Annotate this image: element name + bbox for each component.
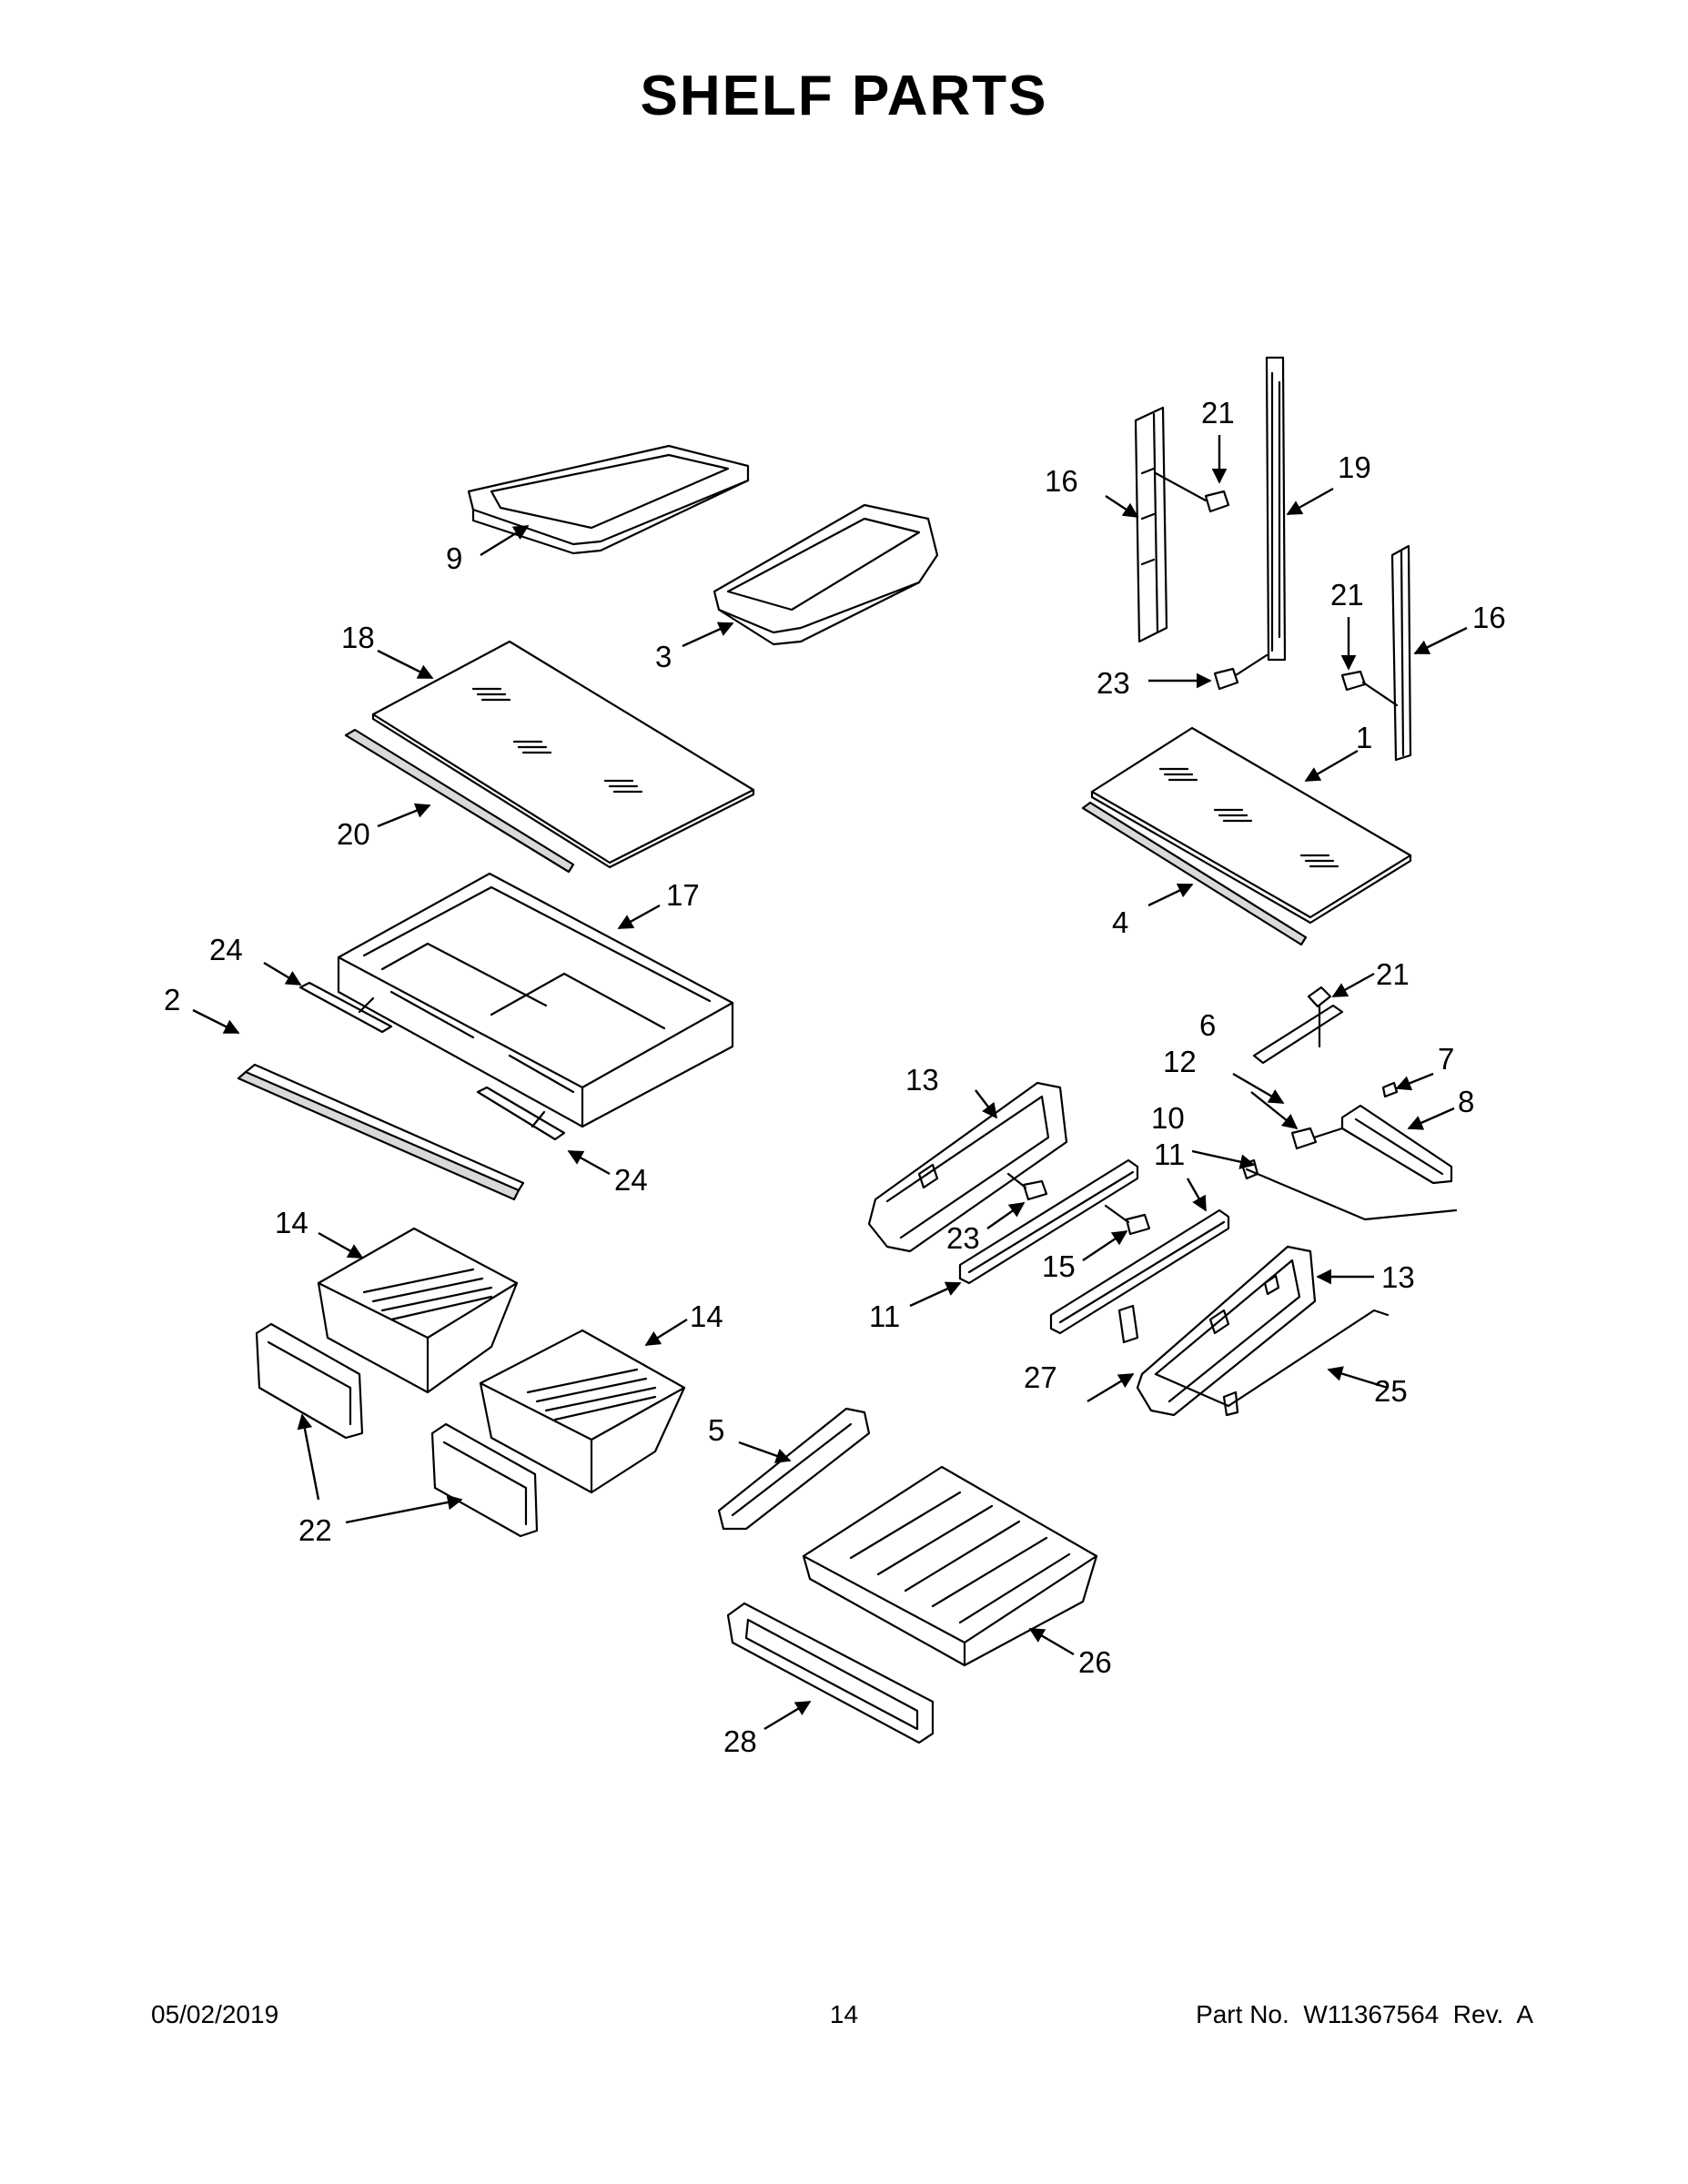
callout-24-upper: 24 [209, 933, 243, 966]
callout-labels: 9 3 18 20 17 24 2 24 14 14 22 5 28 26 16… [164, 396, 1506, 1758]
callout-11-lower: 11 [869, 1299, 900, 1333]
callout-23-upper: 23 [1097, 666, 1130, 700]
part-18-glass-shelf [371, 640, 755, 869]
callout-23-lower: 23 [946, 1221, 980, 1255]
callout-6: 6 [1199, 1008, 1216, 1042]
part-4-shelf-trim [1081, 801, 1308, 946]
callout-16-right: 16 [1472, 601, 1506, 634]
part-11-slide-right [1049, 1208, 1230, 1335]
footer-part-number: Part No. W11367564 Rev. A [1196, 2000, 1533, 2028]
callout-27: 27 [1024, 1360, 1057, 1394]
part-2-front-trim [237, 1063, 525, 1201]
callout-11-upper: 11 [1154, 1138, 1185, 1171]
leader-lines [192, 435, 1468, 1731]
part-1-glass-shelf [1090, 726, 1412, 925]
part-14-crisper-drawer-right [479, 1329, 686, 1494]
callout-13-left: 13 [905, 1063, 939, 1097]
part-11-slide-left [958, 1158, 1139, 1285]
callout-22: 22 [298, 1513, 332, 1547]
footer-date: 05/02/2019 [151, 2000, 279, 2028]
part-5-drawer-trim [717, 1407, 871, 1531]
part-16-rail-right [1390, 544, 1412, 762]
callout-28: 28 [723, 1724, 757, 1758]
part-6-bracket [1252, 986, 1344, 1065]
part-8-slide-rail [1340, 1081, 1453, 1185]
part-13-housing-left [867, 1081, 1068, 1253]
callout-18: 18 [341, 621, 375, 654]
page-title: SHELF PARTS [640, 65, 1048, 127]
callout-14-left: 14 [275, 1206, 308, 1239]
callout-21-lower: 21 [1376, 957, 1410, 991]
part-23-screw-lower [1006, 1172, 1048, 1201]
callout-7: 7 [1438, 1042, 1454, 1076]
callout-5: 5 [708, 1413, 724, 1447]
callout-13-right: 13 [1381, 1260, 1415, 1294]
callout-20: 20 [337, 817, 370, 851]
callout-21-top: 21 [1201, 396, 1235, 430]
footer-page-number: 14 [829, 2000, 859, 2028]
callout-2: 2 [164, 983, 180, 1016]
callout-4: 4 [1112, 905, 1128, 939]
callout-1: 1 [1356, 721, 1372, 754]
callout-17: 17 [666, 878, 700, 912]
part-21-23-screws-upper [1154, 471, 1399, 707]
part-26-pantry-drawer [802, 1465, 1098, 1667]
callout-3: 3 [655, 640, 672, 673]
part-28-drawer-front [726, 1602, 935, 1744]
part-27-clip [1117, 1304, 1139, 1344]
callout-15: 15 [1042, 1249, 1076, 1283]
callout-14-right: 14 [690, 1299, 723, 1333]
part-15-screw [1104, 1204, 1151, 1236]
part-14-crisper-drawer-left [317, 1227, 519, 1394]
callout-8: 8 [1458, 1085, 1474, 1118]
part-13-housing-right [1136, 1245, 1317, 1417]
part-20-trim-strip [344, 728, 575, 874]
callout-19: 19 [1338, 450, 1371, 484]
part-24-bracket-upper [298, 981, 393, 1034]
callout-25: 25 [1374, 1374, 1408, 1408]
part-16-rail-left [1134, 406, 1168, 643]
callout-21-mid: 21 [1330, 578, 1364, 612]
part-17-crisper-frame [337, 872, 734, 1128]
callout-24-lower: 24 [614, 1163, 648, 1197]
callout-10: 10 [1151, 1101, 1185, 1135]
callout-26: 26 [1078, 1645, 1112, 1679]
part-3-deli-cover [713, 503, 939, 646]
callout-9: 9 [446, 541, 462, 575]
callout-12: 12 [1163, 1045, 1197, 1078]
part-9-shelf-frame [467, 444, 750, 555]
callout-16-left: 16 [1045, 464, 1078, 498]
part-22-drawer-handles [255, 1322, 539, 1538]
part-25-wire-rod [1154, 1309, 1390, 1417]
part-24-bracket-lower [476, 1086, 566, 1141]
part-19-vertical-strip [1265, 356, 1287, 662]
part-12-screw [1290, 1127, 1344, 1150]
